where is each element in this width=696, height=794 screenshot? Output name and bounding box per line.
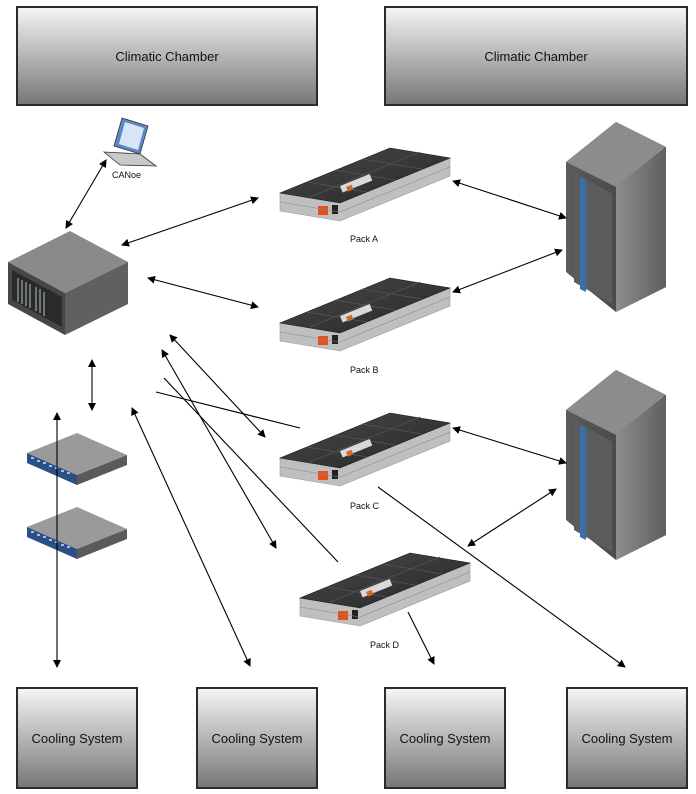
connector-server-pack-d (161, 349, 277, 549)
climatic-chamber-2: Climatic Chamber (384, 6, 688, 106)
cooling-system-3-label: Cooling System (399, 730, 491, 746)
connector-pack-c-chamber (452, 426, 567, 465)
climatic-chamber-1: Climatic Chamber (16, 6, 318, 106)
connector-pack-a-chamber (452, 179, 567, 220)
connector-pack-d-chamber (467, 488, 557, 547)
cooling-system-1: Cooling System (16, 687, 138, 789)
battery-pack-d (299, 552, 471, 627)
cooling-system-3: Cooling System (384, 687, 506, 789)
battery-pack-a (279, 147, 451, 222)
network-switch-2 (27, 507, 127, 559)
pack-c-label: Pack C (350, 501, 380, 511)
connector-server-pack-c (169, 334, 266, 438)
cooling-system-4-label: Cooling System (581, 730, 673, 746)
climatic-cabinet-1 (566, 122, 666, 312)
connector-pack-d-line (163, 377, 339, 563)
laptop-icon (102, 117, 158, 167)
connector-pack-b-chamber (452, 248, 563, 294)
battery-pack-c (279, 412, 451, 487)
connector-laptop-server (65, 159, 107, 229)
pack-a-label: Pack A (350, 234, 379, 244)
test-server-icon (8, 231, 128, 335)
battery-pack-b (279, 277, 451, 352)
connector-server-cooling-2 (131, 407, 251, 667)
laptop-label: CANoe (112, 170, 142, 180)
connector-server-pack-a (121, 196, 259, 247)
connector-pack-c-cooling-4 (377, 486, 626, 668)
cooling-system-4: Cooling System (566, 687, 688, 789)
connector-server-pack-b (147, 275, 259, 310)
connector-server-pack-c-line (155, 391, 301, 429)
cooling-system-1-label: Cooling System (31, 730, 123, 746)
cooling-system-2-label: Cooling System (211, 730, 303, 746)
climatic-chamber-1-label: Climatic Chamber (115, 48, 219, 64)
pack-d-label: Pack D (370, 640, 400, 650)
pack-b-label: Pack B (350, 365, 379, 375)
connector-pack-d-cooling-3 (407, 611, 435, 665)
network-switch-1 (27, 433, 127, 485)
climatic-cabinet-2 (566, 370, 666, 560)
climatic-chamber-2-label: Climatic Chamber (484, 48, 588, 64)
cooling-system-2: Cooling System (196, 687, 318, 789)
